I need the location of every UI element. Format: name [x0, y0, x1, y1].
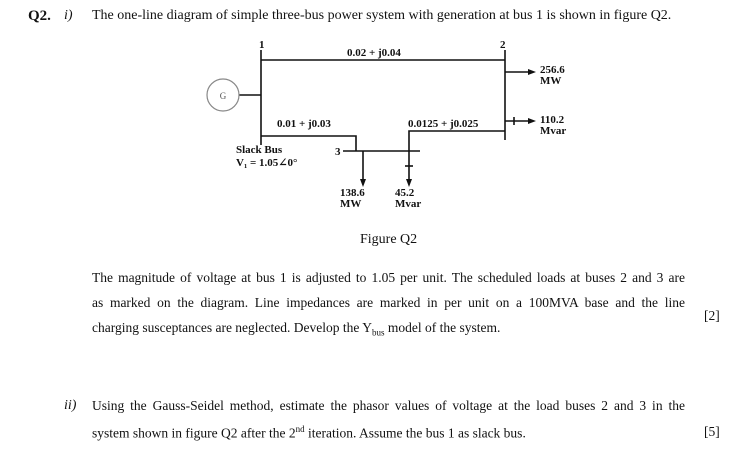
z23-label: 0.0125 + j0.025 [408, 118, 479, 130]
z12-label: 0.02 + j0.04 [347, 47, 401, 59]
part-i-intro: The one-line diagram of simple three-bus… [92, 8, 672, 23]
bus2-p-unit: MW [540, 75, 561, 87]
bus3-p-value: 138.6 [340, 187, 365, 199]
generator-icon [206, 78, 240, 112]
slack-voltage-label: V₁ = 1.05∠0° [236, 157, 297, 169]
bus3-p-unit: MW [340, 198, 361, 210]
z13-label: 0.01 + j0.03 [277, 118, 331, 130]
slack-bus-label: Slack Bus [236, 144, 283, 156]
part-i-label: i) [64, 8, 73, 23]
bus3-q-value: 45.2 [395, 187, 415, 199]
bus2-number: 2 [500, 39, 506, 51]
question-number: Q2. [28, 8, 51, 24]
generator-label: G [220, 91, 227, 101]
one-line-diagram: G 1 2 3 0.02 + j0.04 0.01 + j0.03 0.0125… [206, 39, 566, 210]
bus2-q-unit: Mvar [540, 125, 566, 137]
bus3-number: 3 [335, 146, 341, 158]
part-i-body-line3: charging susceptances are neglected. Dev… [92, 320, 501, 338]
part-ii-line1: Using the Gauss-Seidel method, estimate … [92, 398, 685, 413]
bus2-p-value: 256.6 [540, 64, 565, 76]
bus1-number: 1 [259, 39, 265, 51]
part-i-body-line2: as marked on the diagram. Line impedance… [92, 295, 685, 310]
figure-caption: Figure Q2 [360, 232, 418, 247]
part-ii-marks: [5] [704, 424, 720, 439]
part-i-body-line1: The magnitude of voltage at bus 1 is adj… [92, 270, 685, 285]
bus3-q-unit: Mvar [395, 198, 421, 210]
line-2-3 [408, 130, 505, 151]
bus2-q-value: 110.2 [540, 114, 565, 126]
part-ii-line2: system shown in figure Q2 after the 2nd … [92, 424, 526, 441]
line-1-3 [261, 135, 357, 151]
part-i-marks: [2] [704, 308, 720, 323]
part-ii-label: ii) [64, 398, 77, 413]
